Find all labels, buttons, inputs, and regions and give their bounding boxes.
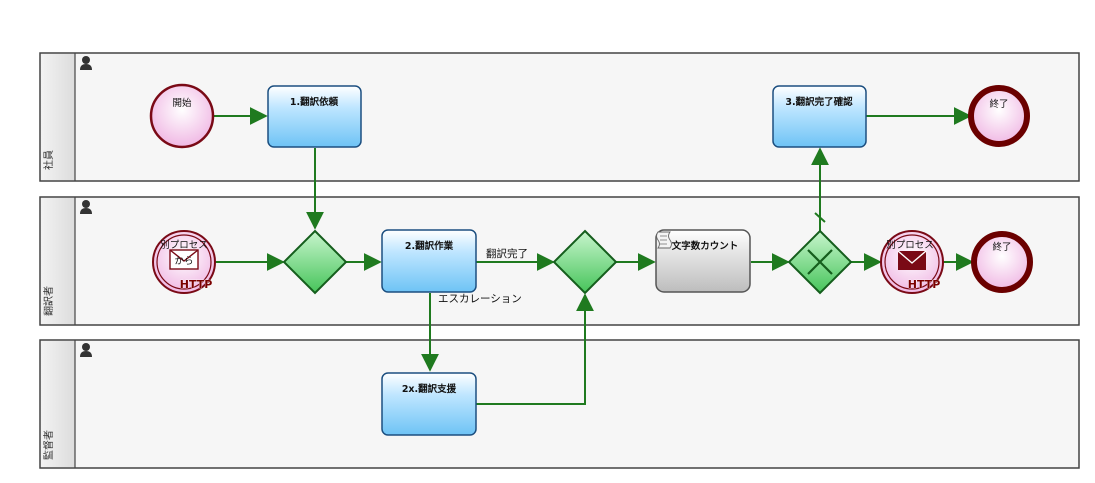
msg-in-label-2: から [174,256,193,267]
end-event-mid-label: 終了 [992,241,1011,253]
flow-task2x-to-gateway2 [476,293,594,405]
task-3-label: 3.翻訳完了確認 [785,96,853,108]
message-receive-event[interactable]: 別プロセス から HTTP [152,230,216,294]
task-2x[interactable]: 2x.翻訳支援 [381,372,477,436]
task-3[interactable]: 3.翻訳完了確認 [772,85,867,148]
script-task-label: 文字数カウント [671,240,739,252]
gateway-2[interactable] [552,229,618,295]
envelope-filled-icon [897,250,927,270]
task-2[interactable]: 2.翻訳作業 [381,229,477,293]
start-event[interactable]: 開始 [149,83,215,149]
msg-out-http-badge: HTTP [908,278,941,291]
x-icon [807,249,833,275]
task-2-label: 2.翻訳作業 [405,240,454,252]
script-task[interactable]: 文字数カウント [655,229,751,293]
task-1-label: 1.翻訳依頼 [290,96,339,108]
envelope-icon [169,249,199,270]
lane-label-employee: 社員 [42,150,55,170]
end-event-mid[interactable]: 終了 [971,231,1033,293]
default-flow-marker [814,212,826,223]
script-icon [656,231,672,249]
task-2x-label: 2x.翻訳支援 [402,383,457,395]
start-event-label: 開始 [172,97,192,109]
msg-in-http-badge: HTTP [180,278,213,291]
msg-in-label-1: 別プロセス [160,240,208,251]
task-1[interactable]: 1.翻訳依頼 [267,85,362,148]
message-send-event[interactable]: 別プロセス HTTP [880,230,944,294]
msg-out-label: 別プロセス [886,240,934,251]
edge-label-escalation: エスカレーション [438,293,522,305]
end-event-top[interactable]: 終了 [968,85,1030,147]
lane-label-supervisor: 監督者 [42,430,55,460]
sequence-flows [214,107,974,405]
gateway-3[interactable] [787,229,853,295]
gateway-1[interactable] [282,229,348,295]
end-event-top-label: 終了 [989,98,1008,110]
lane-label-translator: 翻訳者 [42,286,55,316]
edge-label-done: 翻訳完了 [486,247,528,260]
